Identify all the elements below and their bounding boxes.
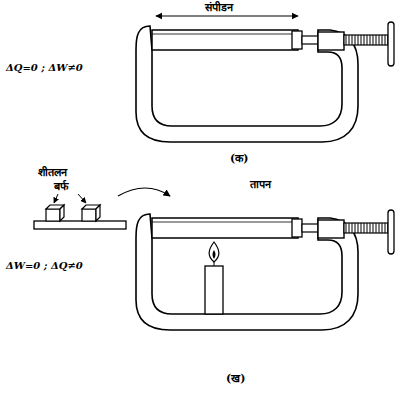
figure-tag: (क) <box>228 152 250 165</box>
leader-arrow <box>54 194 58 203</box>
figure-tag: (ख) <box>224 372 247 385</box>
compression-arrow <box>156 15 298 16</box>
transfer-arrow <box>118 188 170 196</box>
ice-cube <box>46 205 100 221</box>
c-clamp <box>136 22 394 142</box>
note-label: बर्फ <box>52 180 70 193</box>
leader-arrow <box>78 194 86 203</box>
equation-label: ΔQ=0 ; ΔW≠0 <box>4 62 85 74</box>
process-label: तापन <box>248 178 273 191</box>
c-clamp <box>136 210 394 330</box>
candle <box>205 242 223 314</box>
note-label: शीतलन <box>36 166 69 179</box>
ice-slab <box>34 221 126 229</box>
equation-label: ΔW=0 ; ΔQ≠0 <box>4 260 85 272</box>
process-label: संपीडन <box>203 1 235 14</box>
